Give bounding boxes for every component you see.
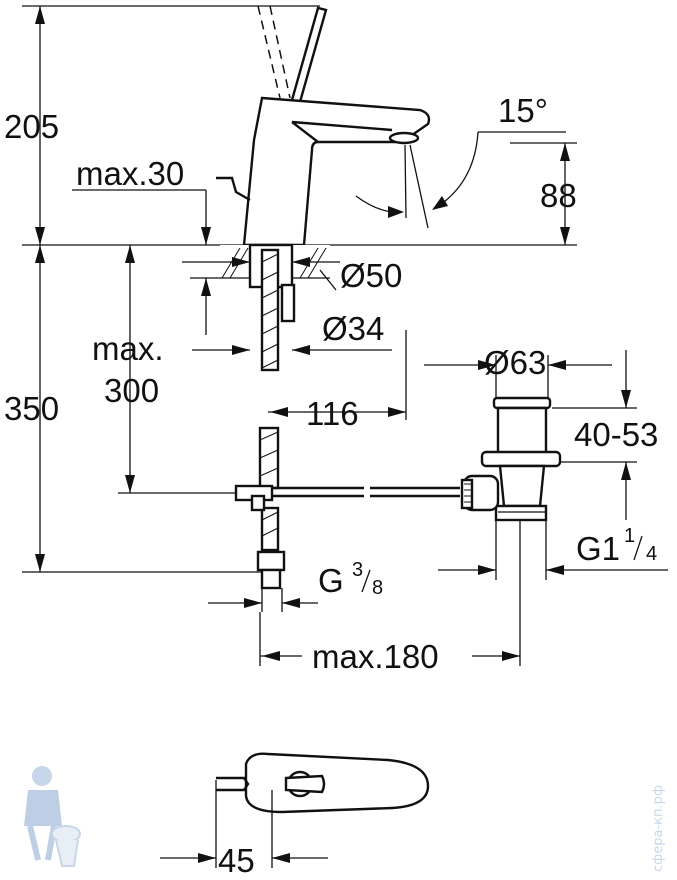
inlet-thread-denominator: 8 xyxy=(372,577,383,599)
dimension-tail-diameter: Ø34 xyxy=(192,310,392,355)
dimension-45: 45 xyxy=(160,780,328,879)
max300-label-1: max. xyxy=(92,330,164,367)
dimension-drain-diameter: Ø63 xyxy=(424,344,612,398)
dimension-205-label: 205 xyxy=(4,108,59,145)
dimension-max30-label: max.30 xyxy=(76,155,184,192)
dimension-drain-thread: G1 1 4 xyxy=(438,525,668,575)
drain-diameter-label: Ø63 xyxy=(484,344,546,381)
lower-hose xyxy=(234,426,286,590)
connecting-rod xyxy=(272,486,460,498)
dimension-88: 88 xyxy=(510,142,577,245)
tail-diameter-label: Ø34 xyxy=(322,310,384,347)
inlet-thread-numerator: 3 xyxy=(352,559,363,581)
dimension-116: 116 xyxy=(268,330,407,432)
inlet-thread-main: G xyxy=(318,562,344,599)
dimension-max300: max. 300 xyxy=(92,245,268,494)
hole-diameter-label: Ø50 xyxy=(340,257,402,294)
dimension-350-label: 350 xyxy=(4,390,59,427)
dimension-205: 205 xyxy=(4,5,320,245)
watermark-logo xyxy=(24,766,81,867)
max300-label-2: 300 xyxy=(104,372,159,409)
watermark-text: сфера-кп.рф xyxy=(651,785,666,872)
faucet-tail xyxy=(248,243,296,372)
dimension-350: 350 xyxy=(4,245,268,573)
dimension-88-label: 88 xyxy=(540,177,577,214)
dimension-inlet-thread: G 3 8 xyxy=(208,559,383,612)
angle-indicator: 15° xyxy=(355,92,566,229)
drain-assembly xyxy=(460,396,562,666)
faucet-body xyxy=(216,5,431,247)
top-view xyxy=(216,752,430,814)
drain-thread-denominator: 4 xyxy=(646,543,657,565)
drain-thread-numerator: 1 xyxy=(624,525,635,547)
lever-offset-label: 45 xyxy=(218,842,255,879)
dimension-drain-range: 40-53 xyxy=(552,350,658,520)
angle-label: 15° xyxy=(498,92,548,129)
dimension-max30: max.30 xyxy=(72,155,211,335)
max180-label: max.180 xyxy=(312,638,439,675)
dimension-max180: max.180 xyxy=(259,612,520,675)
drain-range-label: 40-53 xyxy=(574,416,658,453)
offset-116-label: 116 xyxy=(306,395,359,432)
drain-thread-main: G1 xyxy=(576,530,620,567)
